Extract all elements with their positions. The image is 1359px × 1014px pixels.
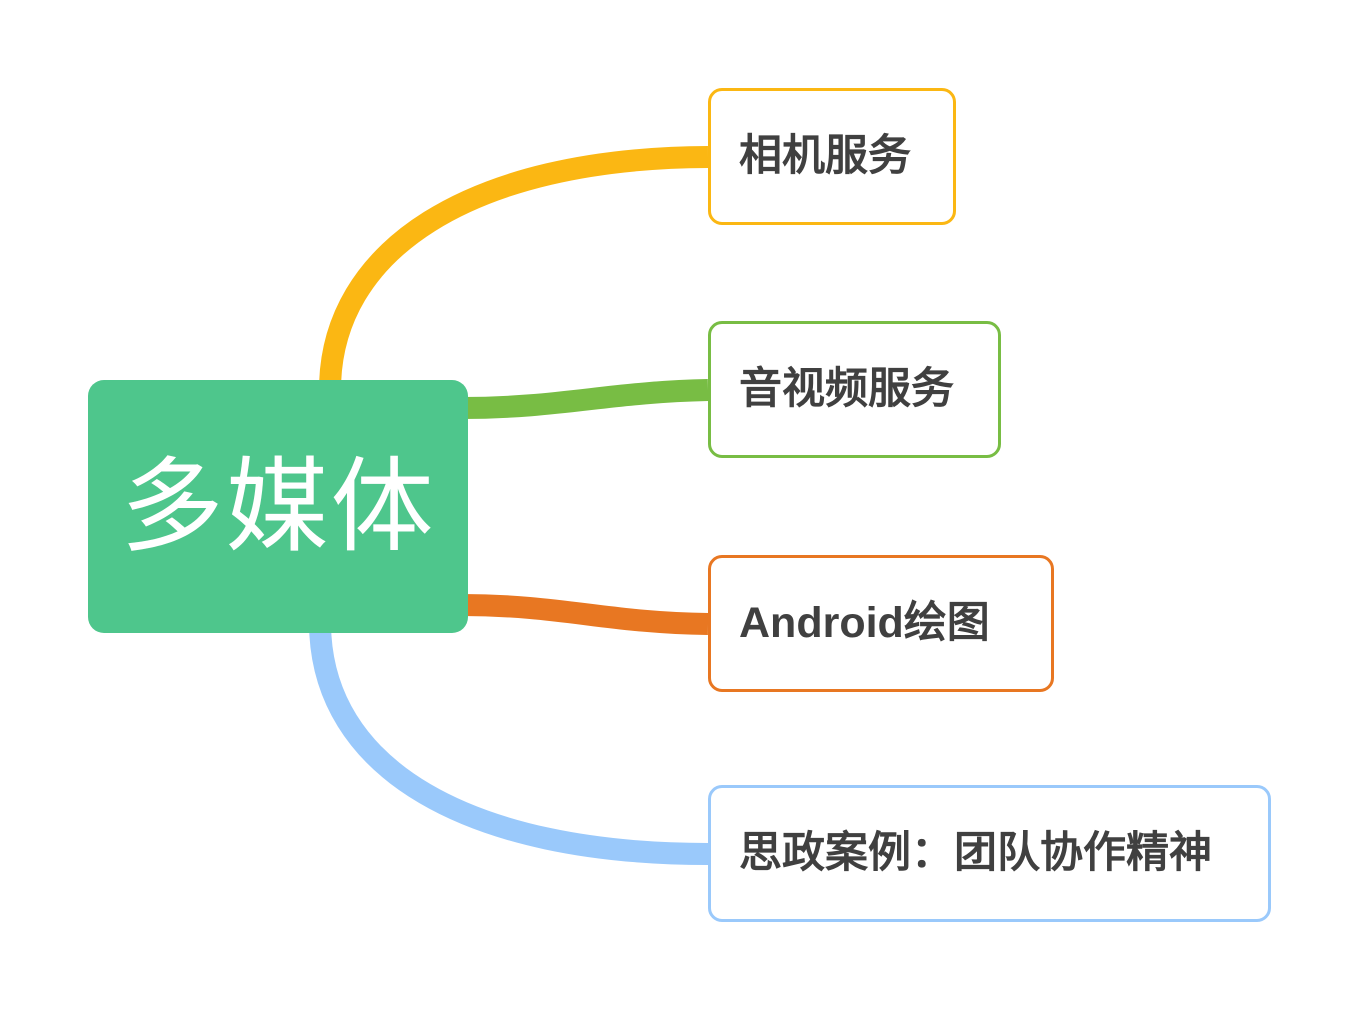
central-node-multimedia[interactable]: 多媒体 <box>88 380 468 633</box>
central-node-label: 多媒体 <box>120 449 436 564</box>
branch-node-android-drawing[interactable]: Android绘图 <box>708 555 1054 692</box>
branch-node-label: Android绘图 <box>739 598 990 647</box>
branch-node-ideological-case[interactable]: 思政案例：团队协作精神 <box>708 785 1271 922</box>
branch-node-camera-service[interactable]: 相机服务 <box>708 88 956 225</box>
branch-node-label: 音视频服务 <box>739 364 954 413</box>
branch-node-label: 思政案例：团队协作精神 <box>739 828 1212 877</box>
connector-android-drawing <box>461 594 709 635</box>
connector-ideological-case <box>309 621 709 865</box>
branch-node-av-service[interactable]: 音视频服务 <box>708 321 1001 458</box>
connector-camera-service <box>319 146 709 391</box>
connector-av-service <box>461 379 709 419</box>
branch-node-label: 相机服务 <box>739 131 911 180</box>
